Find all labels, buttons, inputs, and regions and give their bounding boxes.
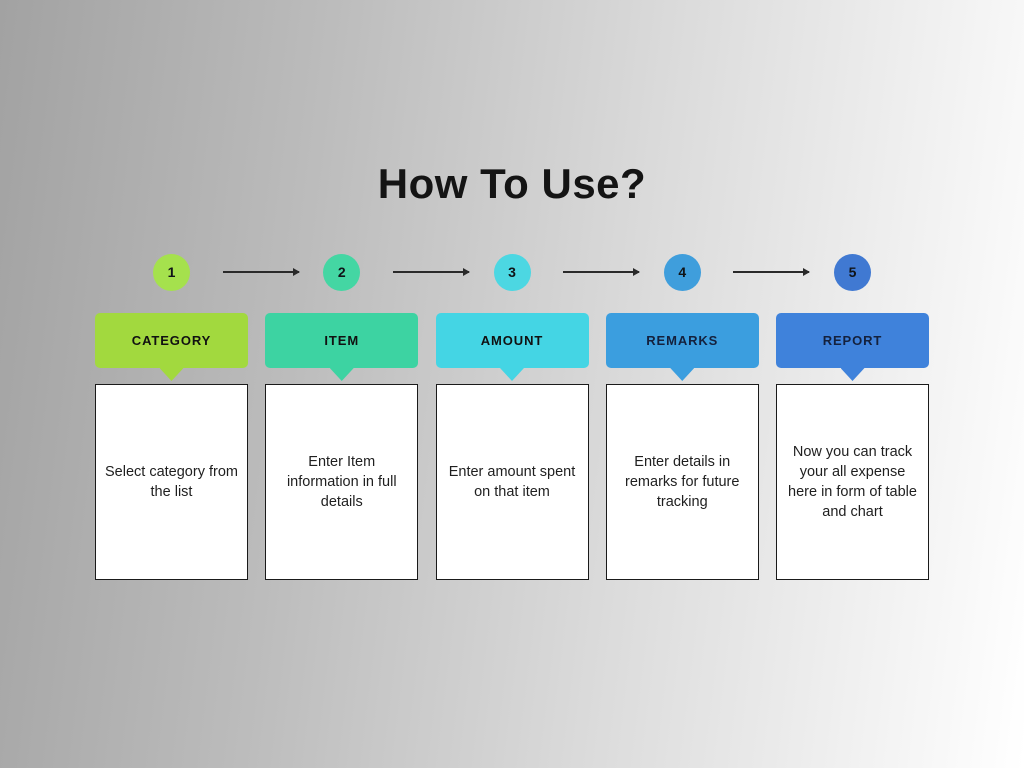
step-circles-row: 1 2 3 4 5 [95, 253, 929, 291]
step-header-label: CATEGORY [131, 333, 212, 348]
step-header-box-report: REPORT [776, 313, 929, 368]
step-description: Enter amount spent on that item [448, 464, 576, 500]
step-number-circle-remarks: 4 [663, 253, 701, 291]
step-header-label: AMOUNT [480, 333, 544, 348]
step-circle-cell-remarks: 4 [606, 253, 759, 291]
step-cards-row: Select category from the list Enter Item … [95, 384, 929, 580]
step-description: Now you can track your all expense here … [788, 444, 917, 520]
step-circle-cell-amount: 3 [436, 253, 589, 291]
arrow-right-icon [732, 268, 810, 276]
arrow-right-icon [562, 268, 640, 276]
step-header-item: ITEM [265, 313, 419, 381]
step-header-label: REPORT [822, 333, 883, 348]
step-card-remarks: Enter details in remarks for future trac… [605, 384, 759, 580]
step-headers-row: CATEGORY ITEM AMOUNT REMARKS REPORT [95, 313, 929, 381]
step-number-circle-item: 2 [323, 253, 361, 291]
pointer-down-icon [670, 368, 695, 381]
step-header-category: CATEGORY [95, 313, 248, 381]
step-card-item: Enter Item information in full details [265, 384, 419, 580]
step-number: 3 [508, 264, 516, 280]
step-card-report: Now you can track your all expense here … [776, 384, 929, 580]
step-circle-cell-item: 2 [265, 253, 418, 291]
step-card-category: Select category from the list [95, 384, 248, 580]
arrow-right-icon [392, 268, 470, 276]
step-description: Enter Item information in full details [286, 454, 397, 510]
pointer-down-icon [840, 368, 865, 381]
step-card-amount: Enter amount spent on that item [435, 384, 589, 580]
step-circle-cell-category: 1 [95, 253, 248, 291]
pointer-down-icon [159, 368, 184, 381]
step-number: 4 [678, 264, 687, 280]
step-number-circle-amount: 3 [493, 253, 531, 291]
step-circle-cell-report: 5 [776, 253, 929, 291]
step-description: Select category from the list [105, 464, 238, 500]
page-title: How To Use? [377, 160, 647, 207]
step-header-box-remarks: REMARKS [605, 313, 759, 368]
step-number: 2 [337, 264, 346, 280]
step-description: Enter details in remarks for future trac… [625, 454, 740, 510]
step-header-box-category: CATEGORY [95, 313, 248, 368]
step-header-amount: AMOUNT [435, 313, 589, 381]
step-number: 1 [167, 264, 176, 280]
step-number-circle-report: 5 [834, 253, 871, 291]
steps-flow: 1 2 3 4 5 CATEGORY ITEM AMOUNT REMARKS REPORT Se… [95, 253, 929, 580]
pointer-down-icon [329, 368, 354, 381]
step-header-report: REPORT [776, 313, 929, 381]
step-header-box-item: ITEM [265, 313, 419, 368]
pointer-down-icon [500, 368, 524, 381]
step-header-box-amount: AMOUNT [435, 313, 589, 368]
step-header-label: REMARKS [646, 333, 719, 348]
step-header-remarks: REMARKS [605, 313, 759, 381]
arrow-right-icon [222, 268, 300, 276]
step-number-circle-category: 1 [153, 253, 190, 291]
step-header-label: ITEM [324, 333, 360, 348]
step-number: 5 [848, 264, 857, 280]
